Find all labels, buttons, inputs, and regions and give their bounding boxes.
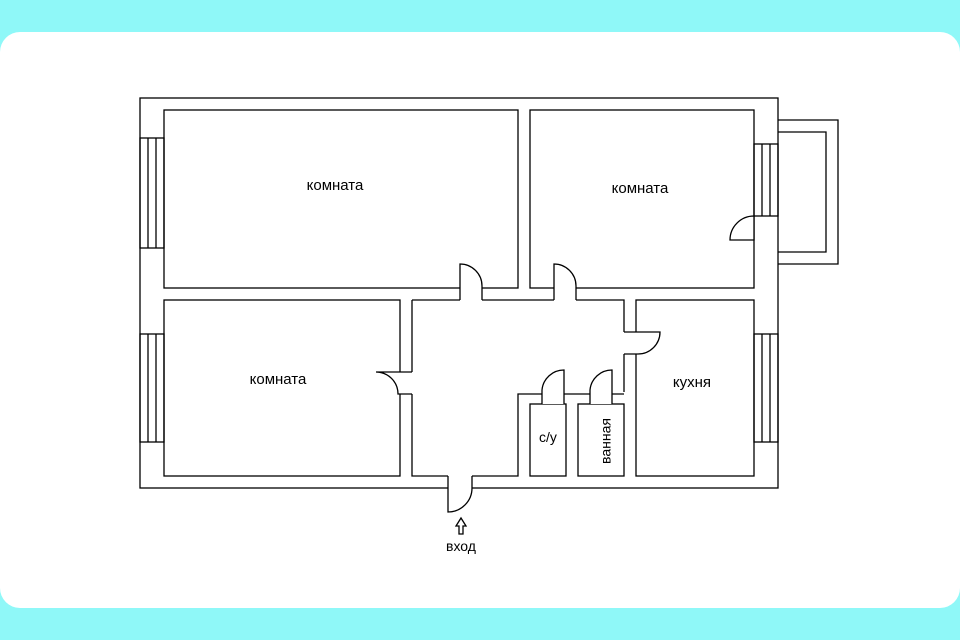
kitchen-outline	[635, 299, 755, 477]
room-bottom-left-outline	[163, 299, 401, 477]
room-top-left-label: комната	[307, 177, 364, 194]
entrance-label: вход	[446, 538, 476, 554]
bathroom-label: ванная	[598, 418, 614, 464]
door-room-bottom-left	[375, 371, 413, 395]
toilet-label: с/у	[539, 429, 557, 445]
door-kitchen	[623, 331, 661, 355]
door-balcony	[729, 215, 755, 241]
floor-plan-card	[0, 32, 960, 608]
balcony	[778, 119, 839, 265]
room-bottom-left-label: комната	[250, 371, 307, 388]
room-top-right-label: комната	[612, 180, 669, 197]
room-top-right-outline	[529, 109, 755, 289]
room-top-left-outline	[163, 109, 519, 289]
window-right-top	[753, 143, 779, 217]
outer-walls	[139, 97, 779, 489]
window-left-top	[139, 137, 165, 249]
window-left-bottom	[139, 333, 165, 443]
window-right-bottom	[753, 333, 779, 443]
entrance-arrow-icon	[454, 516, 468, 535]
door-toilet	[541, 369, 565, 404]
door-bathroom	[589, 369, 613, 404]
door-room-top-right	[553, 263, 577, 301]
door-room-top-left	[459, 263, 483, 301]
kitchen-label: кухня	[673, 374, 711, 391]
door-entrance	[447, 475, 473, 513]
